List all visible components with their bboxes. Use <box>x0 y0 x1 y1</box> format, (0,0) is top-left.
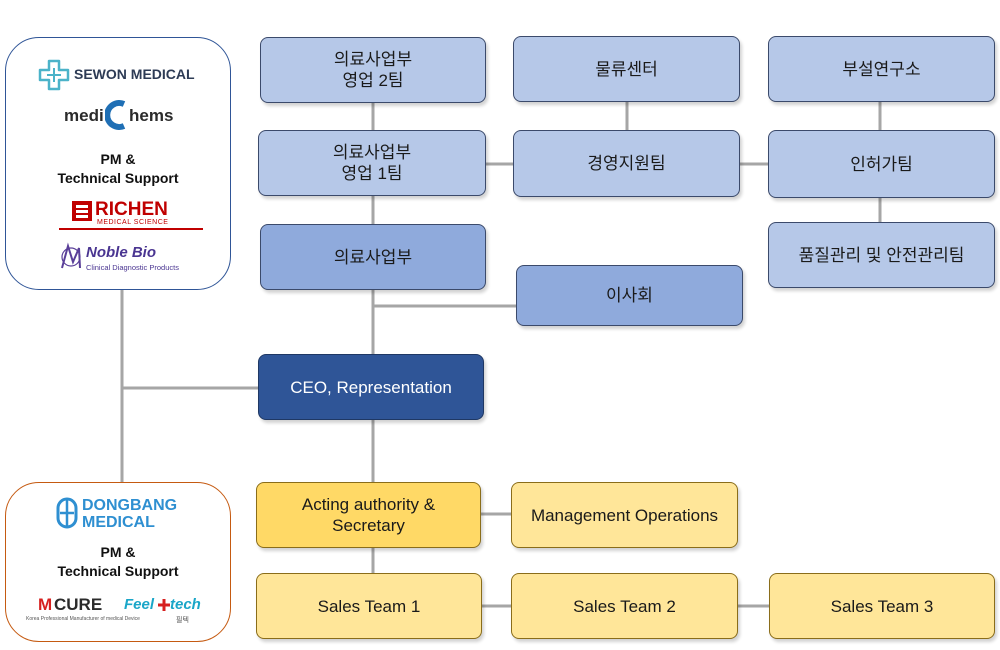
dongbang-text-line1: DONGBANG <box>82 497 178 514</box>
org-box-management-operations: Management Operations <box>511 482 738 548</box>
feeltech-text-left: Feel <box>124 596 155 613</box>
mcure-logo: M CURE Korea Professional Manufacturer o… <box>26 595 140 625</box>
medichems-text-left: medi <box>64 106 104 125</box>
org-box-management-support: 경영지원팀 <box>513 130 740 197</box>
org-box-sales-team-3: Sales Team 3 <box>769 573 995 639</box>
noble-bio-emblem-icon <box>61 242 81 269</box>
medichems-logo: medi hems <box>61 100 186 132</box>
org-box-sales-team-1: Sales Team 1 <box>256 573 482 639</box>
partner-card-bottom: DONGBANG MEDICAL PM & Technical Support … <box>5 482 231 642</box>
org-box-medical-division: 의료사업부 <box>260 224 486 290</box>
org-box-licensing: 인허가팀 <box>768 130 995 198</box>
dongbang-text-line2: MEDICAL <box>82 514 155 531</box>
partner-card-top: SEWON MEDICAL medi hems PM & Technical S… <box>5 37 231 290</box>
medichems-text-right: hems <box>129 106 174 125</box>
mcure-m-text: M <box>38 595 53 614</box>
feeltech-plus-icon <box>158 599 170 611</box>
dongbang-mark-icon <box>56 497 78 529</box>
mcure-text: CURE <box>54 595 103 614</box>
mcure-subtitle: Korea Professional Manufacturer of medic… <box>26 616 140 622</box>
org-box-board-of-directors: 이사회 <box>516 265 743 326</box>
feeltech-subtitle: 필텍 <box>176 617 189 624</box>
org-box-quality-safety: 품질관리 및 안전관리팀 <box>768 222 995 288</box>
richen-mark-icon <box>72 201 92 221</box>
org-box-sales-team-2-kr: 의료사업부 영업 2팀 <box>260 37 486 103</box>
sewon-medical-text: SEWON MEDICAL <box>74 66 195 82</box>
richen-subtitle: MEDICAL SCIENCE <box>97 219 169 226</box>
feeltech-logo: Feel tech 필텍 <box>124 593 208 627</box>
dongbang-medical-logo: DONGBANG MEDICAL <box>56 497 196 533</box>
medichems-c-icon <box>105 100 126 130</box>
sewon-cross-icon <box>38 59 70 91</box>
noble-bio-subtitle: Clinical Diagnostic Products <box>86 263 179 272</box>
richen-logo: RICHEN MEDICAL SCIENCE <box>59 198 203 232</box>
feeltech-text-right: tech <box>170 596 201 613</box>
richen-text: RICHEN <box>95 199 168 220</box>
org-box-sales-team-1-kr: 의료사업부 영업 1팀 <box>258 130 486 196</box>
org-box-sales-team-2: Sales Team 2 <box>511 573 738 639</box>
noble-bio-text: Noble Bio <box>86 244 156 261</box>
org-box-acting-authority: Acting authority & Secretary <box>256 482 481 548</box>
pm-technical-support-label-top: PM & Technical Support <box>57 151 179 186</box>
org-box-research-institute: 부설연구소 <box>768 36 995 102</box>
sewon-medical-logo: SEWON MEDICAL <box>38 58 213 92</box>
org-box-logistics-center: 물류센터 <box>513 36 740 102</box>
org-box-ceo: CEO, Representation <box>258 354 484 420</box>
richen-underline <box>59 228 203 230</box>
pm-technical-support-label-bottom: PM & Technical Support <box>57 544 179 579</box>
noble-bio-logo: Noble Bio Clinical Diagnostic Products <box>58 242 188 276</box>
